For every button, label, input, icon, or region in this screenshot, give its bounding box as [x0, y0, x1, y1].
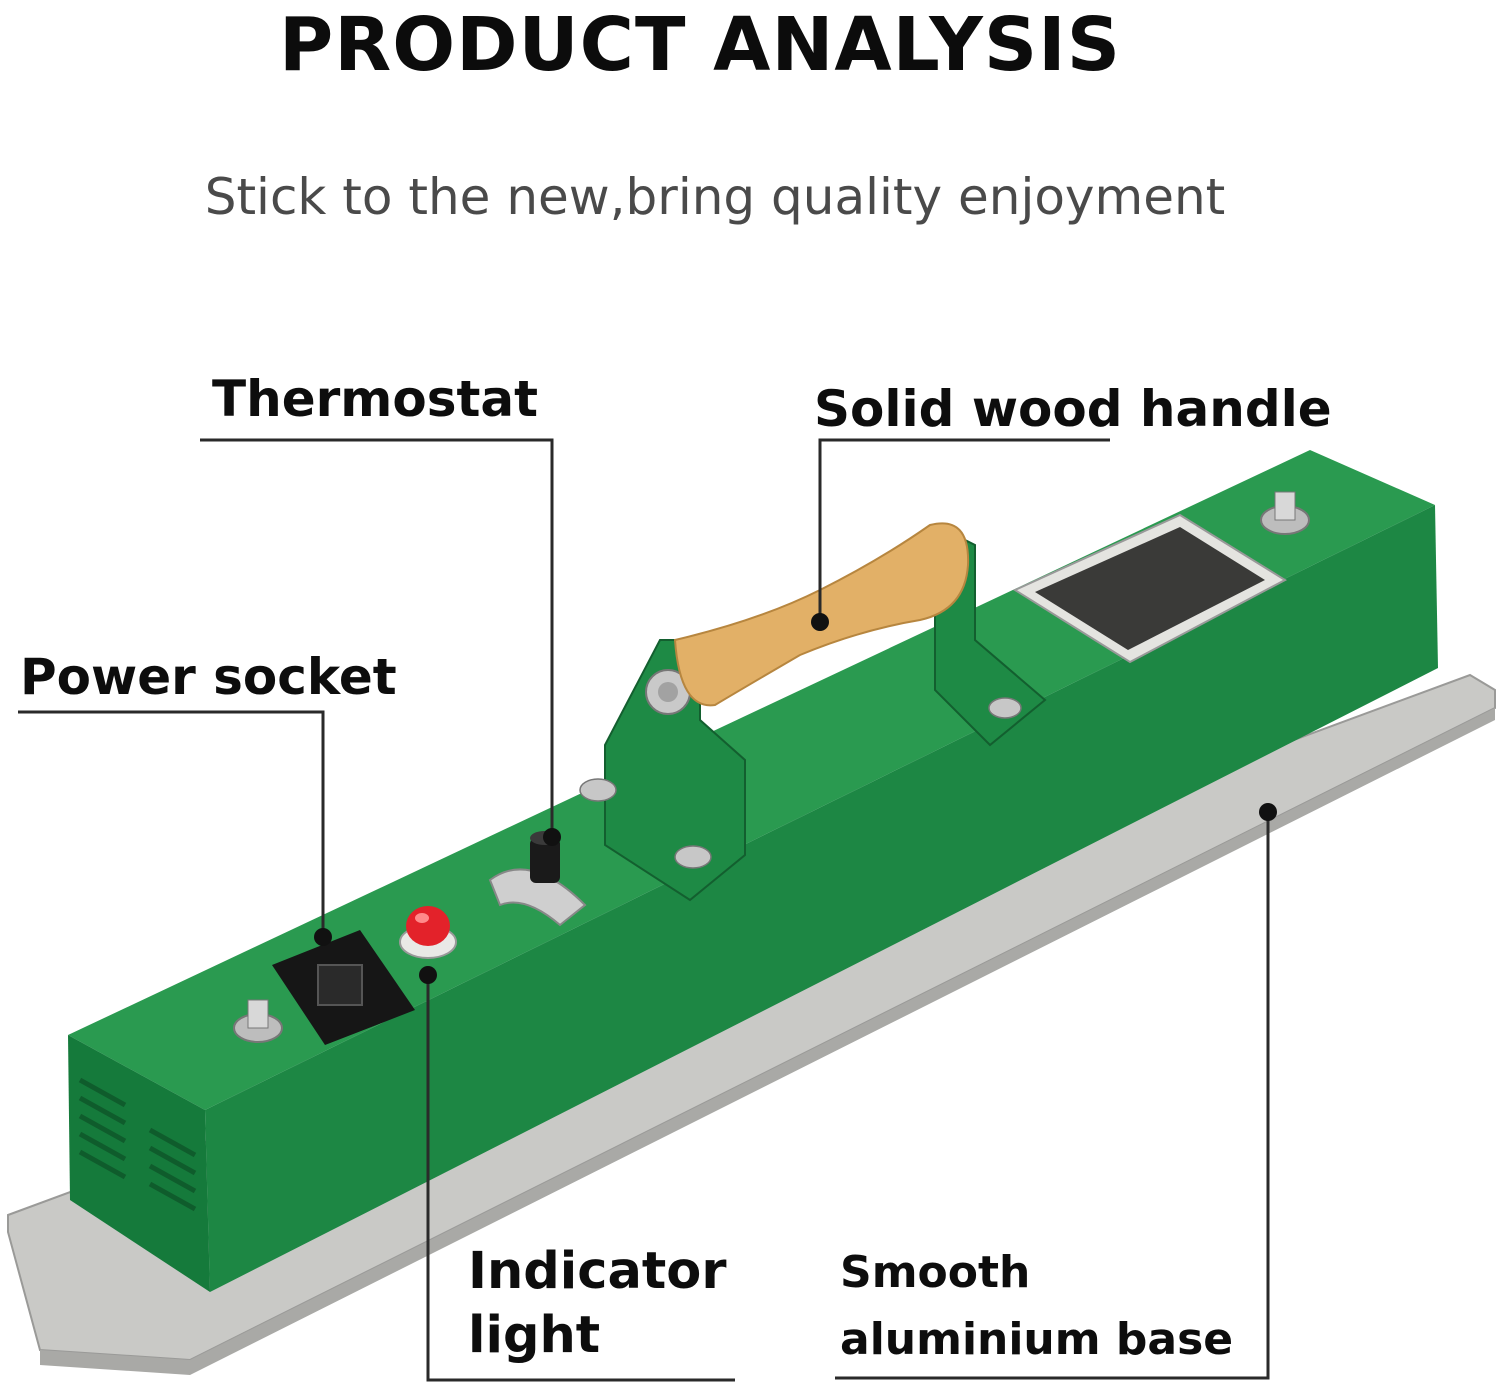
label-thermostat: Thermostat [212, 370, 539, 428]
bolt-icon [674, 845, 712, 869]
screw-icon [1260, 491, 1310, 535]
callout-lines [18, 438, 1270, 1382]
handle-bracket-left [604, 639, 746, 902]
label-power-socket: Power socket [20, 648, 397, 706]
page-subtitle: Stick to the new,bring quality enjoyment [204, 168, 1226, 226]
callout-dots [314, 613, 1277, 984]
callout-line-light [426, 975, 735, 1382]
page-title: PRODUCT ANALYSIS [279, 2, 1121, 88]
body-end-face [68, 1035, 210, 1292]
bolt-icon [579, 778, 617, 802]
rating-plate-inner [1035, 527, 1265, 650]
bolt-icon [988, 697, 1022, 719]
screw-icon [233, 999, 283, 1043]
label-solid-wood-handle: Solid wood handle [814, 380, 1332, 438]
body-front-face [205, 505, 1438, 1292]
label-aluminium-base: Smooth aluminium base [840, 1247, 1234, 1365]
label-indicator-light: Indicator light [468, 1242, 727, 1365]
vent-slots [78, 1077, 197, 1212]
callout-line-thermostat [200, 438, 554, 832]
callout-line-handle [818, 438, 1110, 620]
power-socket-icon [272, 930, 415, 1045]
callout-line-base [835, 812, 1270, 1380]
bolt-icon [658, 682, 678, 702]
callout-line-power [18, 710, 325, 935]
indicator-light-icon [399, 906, 457, 959]
